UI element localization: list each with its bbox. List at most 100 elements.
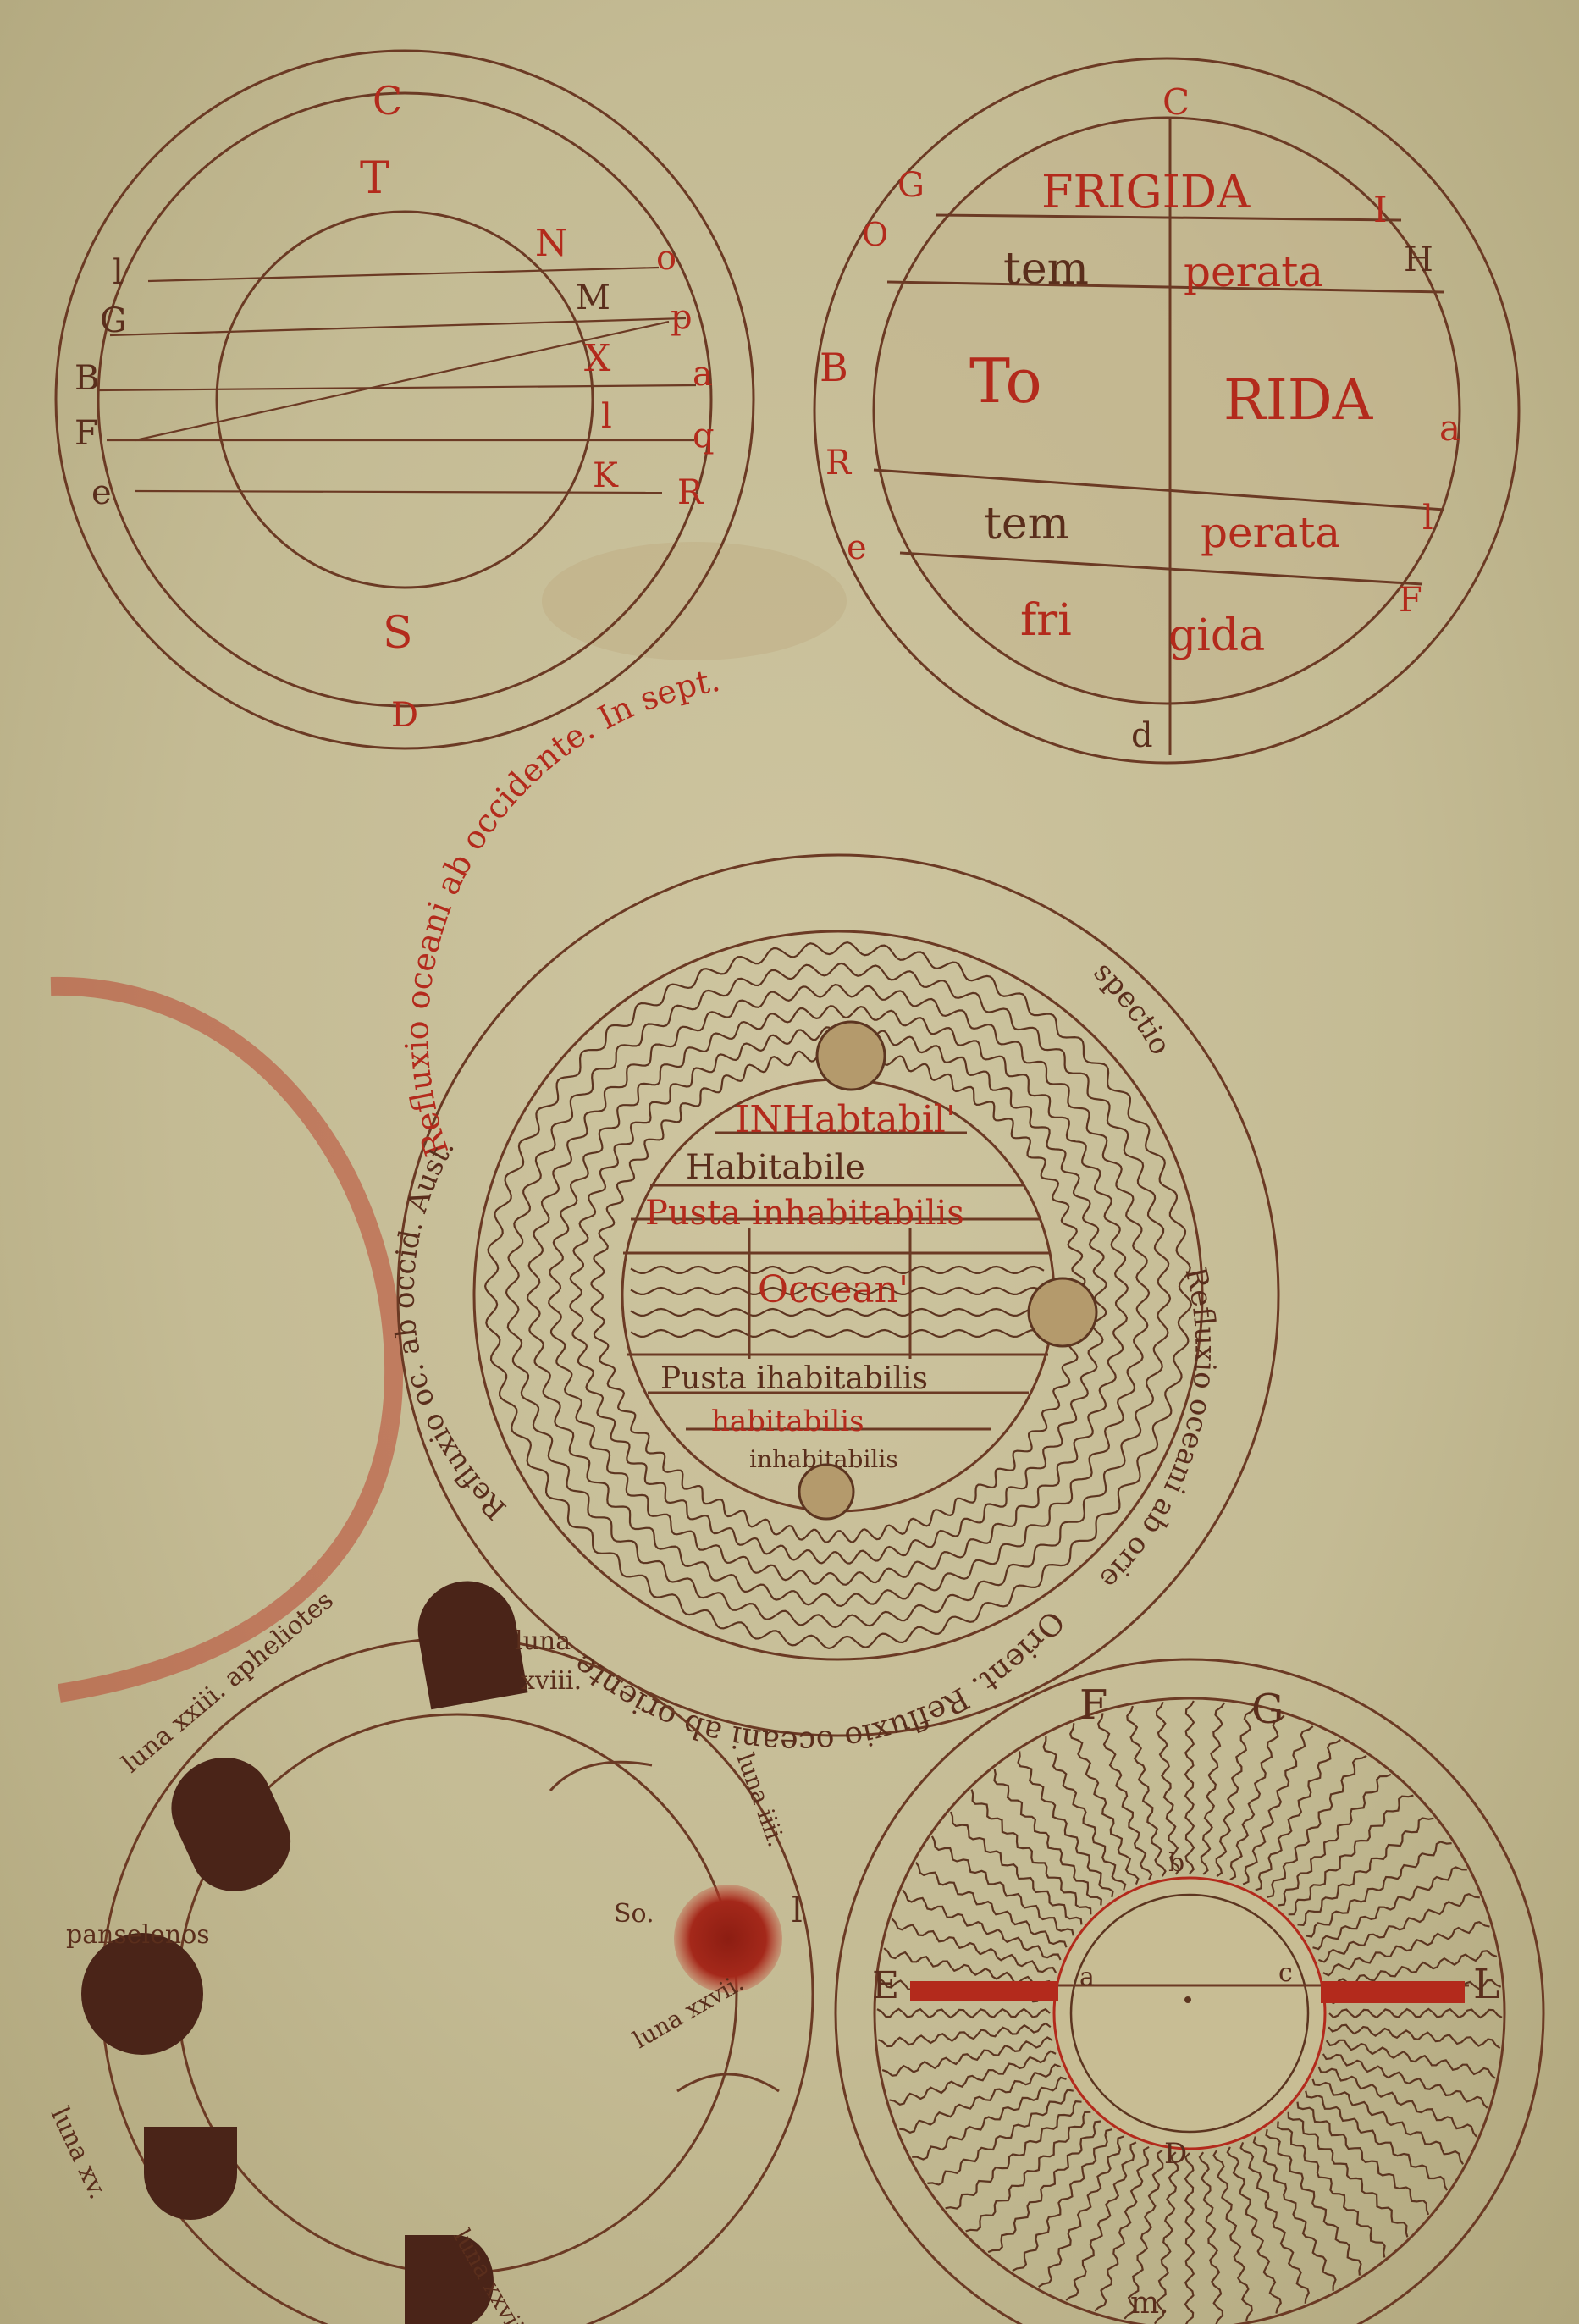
- solar-ray: [1318, 1893, 1480, 1963]
- solar-ray: [1042, 1736, 1127, 1891]
- rays-letter-a: a: [1079, 1962, 1095, 1992]
- perusta-top: Pusta inhabitabilis: [645, 1194, 964, 1233]
- solar-ray: [1277, 2121, 1386, 2258]
- letter-b: B: [75, 359, 99, 398]
- solar-ray: [891, 1918, 1057, 1973]
- rays-letter-e: E: [872, 1964, 899, 2007]
- phase-luna-top: luna: [515, 1626, 571, 1656]
- solar-ray: [1239, 2142, 1310, 2304]
- ocean-wave-ring: [505, 962, 1172, 1629]
- red-band-right: [1321, 1981, 1465, 2003]
- letter-e: e: [91, 473, 112, 512]
- sun-letter: l: [792, 1891, 803, 1930]
- solar-ray: [881, 2036, 1053, 2077]
- letter-o: o: [656, 239, 676, 278]
- solar-ray: [1288, 1794, 1414, 1916]
- solar-ray: [927, 2089, 1074, 2186]
- phase-num-top: xviii.: [521, 1666, 582, 1696]
- solar-ray: [1184, 1700, 1195, 1874]
- inscription-north: spectio: [1087, 955, 1178, 1061]
- svg-text:spectio: spectio: [1087, 955, 1178, 1061]
- zone-letter-e: e: [847, 528, 867, 567]
- solar-ray: [1155, 1701, 1181, 1875]
- solar-ray: [1153, 2151, 1179, 2324]
- red-offset-circle: [50, 976, 404, 1703]
- solar-ray: [1287, 2111, 1409, 2238]
- zone-letter-g: G: [897, 166, 925, 205]
- solar-ray: [1200, 1702, 1226, 1875]
- perusta-bottom: Pusta ihabitabilis: [660, 1361, 928, 1396]
- solar-ray: [1317, 2066, 1477, 2138]
- ocean-wave-ring: [483, 941, 1193, 1650]
- letter-a: a: [693, 355, 713, 394]
- solar-ray: [1226, 2146, 1282, 2314]
- solar-ray: [1265, 2129, 1362, 2276]
- solar-ray: [1097, 1713, 1153, 1880]
- moon-phase-5: [405, 2235, 494, 2324]
- solar-ray: [1267, 1754, 1367, 1898]
- solar-ray: [889, 2050, 1057, 2106]
- letter-x: X: [584, 337, 611, 380]
- solar-ray: [1069, 1723, 1140, 1885]
- solar-ray: [1017, 1751, 1114, 1897]
- rays-letter-g: G: [1251, 1686, 1284, 1733]
- solar-ray: [1065, 2141, 1137, 2301]
- ocean-wave-line: [630, 1307, 1045, 1317]
- solar-ray: [1242, 1725, 1314, 1885]
- zone-perata-top: perata: [1184, 247, 1323, 296]
- solar-ray: [883, 1947, 1054, 1988]
- rays-letter-f: F: [1079, 1681, 1107, 1729]
- zone-perata-bottom: perata: [1201, 508, 1340, 557]
- rays-letter-b: b: [1168, 1848, 1184, 1878]
- zone-fri: fri: [1020, 595, 1072, 646]
- stain: [542, 542, 847, 660]
- solar-ray: [1184, 2152, 1195, 2324]
- moon-phase-4: [144, 2127, 237, 2220]
- zone-letter-r: R: [825, 444, 853, 483]
- zone-frigida-top: FRIGIDA: [1041, 165, 1251, 218]
- sun-disc: [674, 1885, 782, 1993]
- phase-luna-lower-right: luna xxvii.: [628, 1968, 748, 2054]
- letter-m: M: [576, 279, 610, 317]
- moon-phase-1: [417, 1581, 528, 1710]
- phase-label-mid: panselenos: [66, 1920, 210, 1950]
- diagram-parallels: C T S D N M X l K o p a q R l G B F e: [54, 49, 755, 750]
- solar-ray: [1012, 2128, 1112, 2272]
- letter-i: l: [113, 253, 124, 292]
- zone-letter-o: O: [862, 216, 888, 253]
- zone-letter-f: F: [1399, 581, 1422, 620]
- rays-letter-c: c: [1278, 1958, 1293, 1988]
- svg-text:Refluxio oceani ab occidente.: Refluxio oceani ab occidente. In sept.: [398, 661, 722, 1161]
- rays-letter-d: D: [1164, 2137, 1187, 2171]
- solar-ray: [1328, 2007, 1503, 2019]
- solar-ray: [1305, 2090, 1449, 2191]
- solar-ray: [902, 1889, 1062, 1961]
- rays-letter-m: m.: [1130, 2286, 1169, 2321]
- phase-label-low: luna xv.: [45, 2103, 113, 2204]
- ocean-wave-line: [630, 1328, 1045, 1339]
- solar-ray: [945, 2100, 1082, 2210]
- solar-ray: [1126, 1705, 1167, 1877]
- ocean-wave-ring: [590, 1047, 1086, 1543]
- inscription-top: Refluxio oceani ab occidente. In sept.: [398, 661, 722, 1161]
- inhabitabilis-top: INHabtabil': [735, 1098, 956, 1141]
- solar-ray: [1322, 1921, 1490, 1977]
- habitabilis-bottom: habitabilis: [711, 1405, 864, 1438]
- ocean-wave-ring: [548, 1005, 1129, 1586]
- letter-t: T: [360, 153, 389, 204]
- rays-letter-l: L: [1473, 1961, 1500, 2008]
- letter-f: F: [75, 414, 98, 453]
- solar-ray: [877, 2022, 1052, 2048]
- solar-ray: [1215, 1707, 1256, 1878]
- sun-label: So.: [614, 1899, 654, 1929]
- solar-ray: [993, 1769, 1102, 1906]
- letter-s: S: [383, 608, 413, 659]
- solar-ray: [1212, 2150, 1253, 2321]
- solar-ray: [965, 2111, 1091, 2233]
- svg-text:Refluxio oc. ab occid. Aust.: Refluxio oc. ab occid. Aust.: [388, 1133, 514, 1526]
- zone-gida: gida: [1168, 610, 1265, 661]
- ocean-wave-ring: [569, 1026, 1107, 1565]
- solar-ray: [970, 1789, 1092, 1915]
- letter-g: G: [100, 301, 127, 340]
